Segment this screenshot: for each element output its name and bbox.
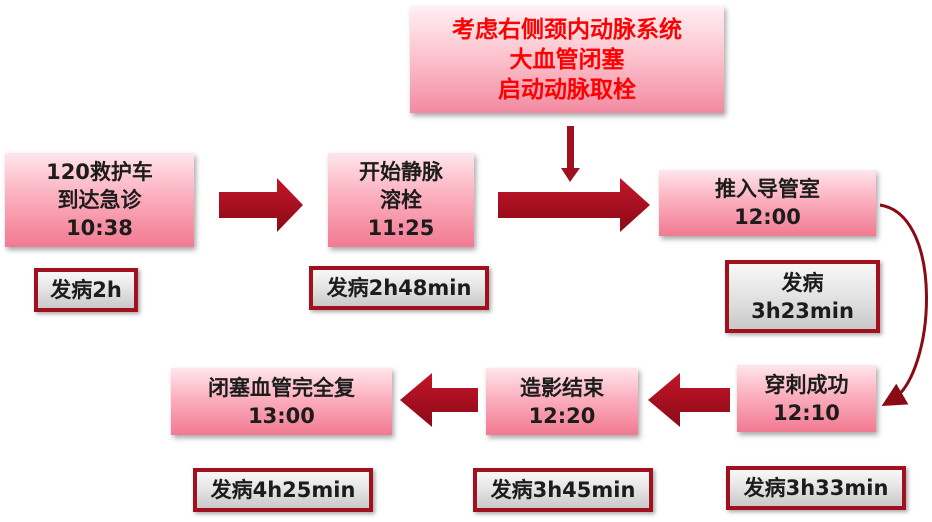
arrow-down-shaft <box>567 126 574 171</box>
step6-time: 13:00 <box>248 403 315 428</box>
arrow-down-head <box>561 168 580 182</box>
step4-onset-tag: 发病3h33min <box>726 466 906 510</box>
step2-line-1: 开始静脉 <box>359 160 443 184</box>
step2-onset-tag: 发病2h48min <box>309 266 489 310</box>
step1-onset-text: 发病2h <box>50 278 122 302</box>
step-enter-cath-lab: 推入导管室 12:00 <box>659 170 876 236</box>
step5-onset-text: 发病3h45min <box>490 478 636 502</box>
arrow-step1-to-step2 <box>219 178 303 232</box>
step3-onset-tag: 发病 3h23min <box>725 260 880 333</box>
step2-line-2: 溶栓 <box>380 188 422 212</box>
step6-onset-text: 发病4h25min <box>210 478 356 502</box>
step3-time: 12:00 <box>734 205 801 229</box>
top-decision-box: 考虑右侧颈内动脉系统 大血管闭塞 启动动脉取栓 <box>410 6 724 113</box>
step6-onset-tag: 发病4h25min <box>193 468 373 512</box>
top-decision-line-2: 大血管闭塞 <box>509 46 625 73</box>
step-angiography-end: 造影结束 12:20 <box>486 368 638 435</box>
top-decision-line-1: 考虑右侧颈内动脉系统 <box>452 16 682 43</box>
arrow-step4-to-step5 <box>648 373 730 427</box>
step1-line-2: 到达急诊 <box>57 188 142 212</box>
arrow-step5-to-step6 <box>400 373 478 427</box>
step2-time: 11:25 <box>367 216 435 240</box>
step3-line-1: 推入导管室 <box>715 177 820 201</box>
step1-time: 10:38 <box>66 216 133 240</box>
step1-onset-tag: 发病2h <box>34 268 138 312</box>
step4-time: 12:10 <box>773 400 840 425</box>
step-iv-thrombolysis: 开始静脉 溶栓 11:25 <box>328 153 474 247</box>
top-decision-line-3: 启动动脉取栓 <box>498 76 636 103</box>
step-vessel-recanalized: 闭塞血管完全复 13:00 <box>171 368 392 435</box>
arrow-curve-step3-to-step4 <box>879 203 928 407</box>
step2-onset-text: 发病2h48min <box>326 276 472 300</box>
step5-time: 12:20 <box>528 403 596 428</box>
step-ambulance-arrival: 120救护车 到达急诊 10:38 <box>5 153 194 247</box>
step6-line-1: 闭塞血管完全复 <box>208 375 355 400</box>
step-puncture-success: 穿刺成功 12:10 <box>737 365 876 432</box>
arrow-step2-to-step3 <box>498 178 650 232</box>
step5-onset-tag: 发病3h45min <box>473 468 653 512</box>
step3-onset-text-1: 发病 <box>781 270 824 295</box>
step1-line-1: 120救护车 <box>46 160 153 184</box>
step3-onset-text-2: 3h23min <box>751 298 854 323</box>
step4-onset-text: 发病3h33min <box>743 476 889 500</box>
step5-line-1: 造影结束 <box>520 375 604 400</box>
step4-line-1: 穿刺成功 <box>764 372 849 397</box>
